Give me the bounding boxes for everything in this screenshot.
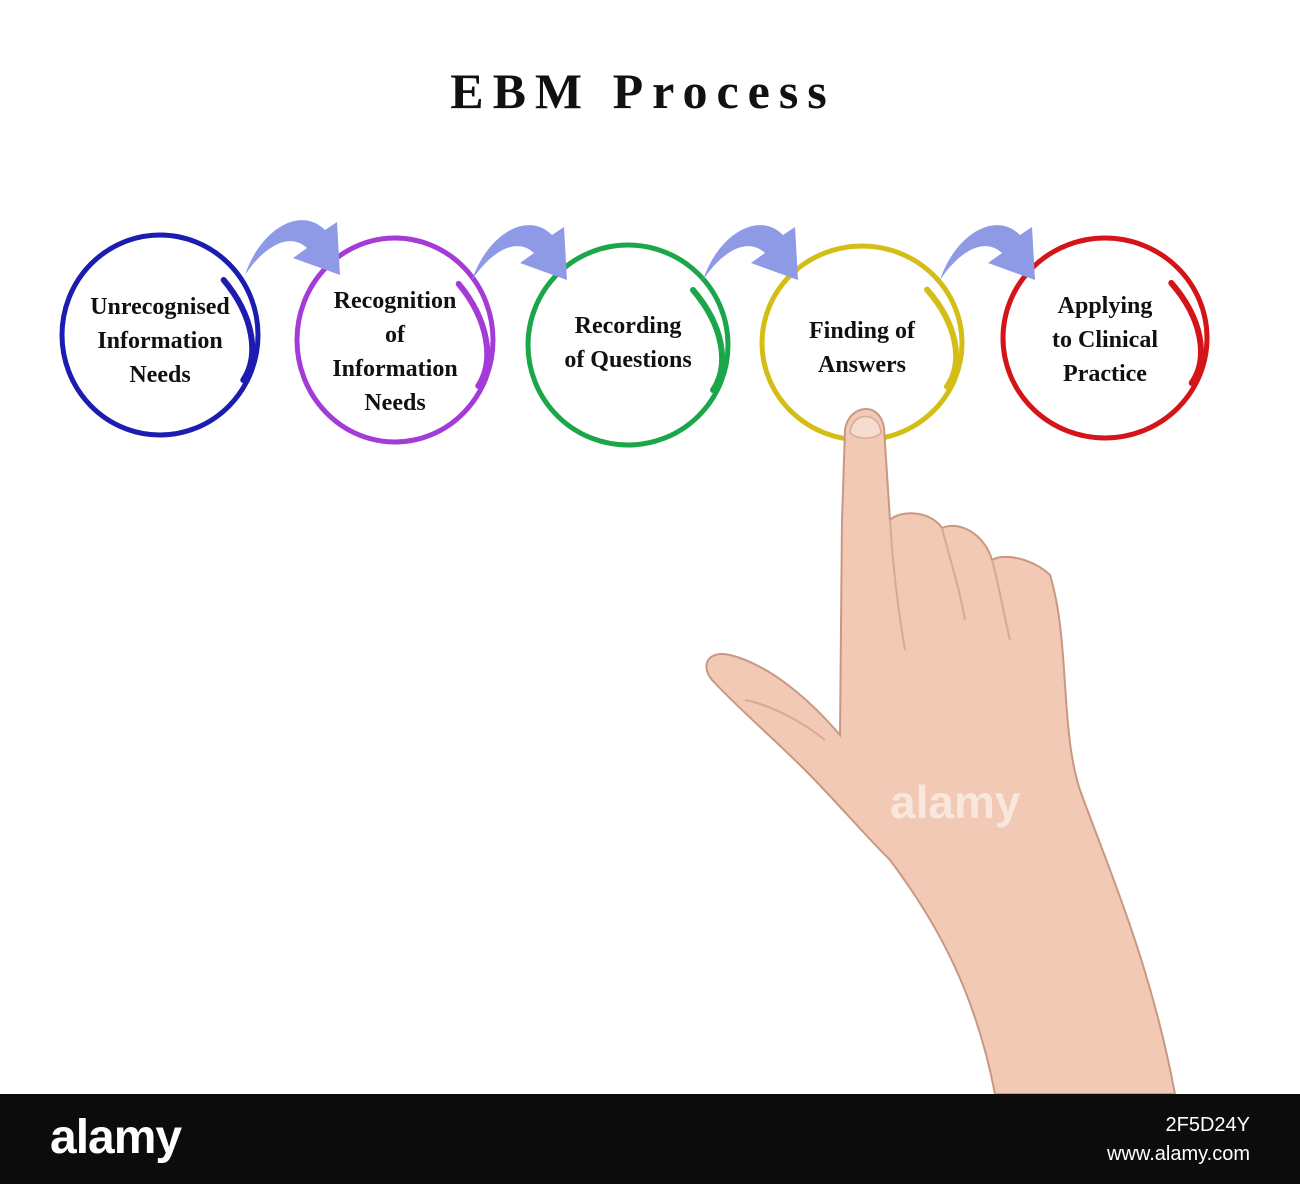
step-label-line: of Questions <box>564 347 692 373</box>
step-circle-stroke-3 <box>690 287 726 393</box>
step-label-line: Unrecognised <box>90 294 230 320</box>
step-circle-3 <box>525 242 731 448</box>
step-label-4: Finding of Answers <box>772 314 952 382</box>
step-label-line: Practice <box>1063 361 1147 387</box>
flow-arrow-3 <box>703 225 798 280</box>
step-label-line: to Clinical <box>1052 327 1158 353</box>
process-arrows <box>245 220 1035 280</box>
step-label-line: Information <box>97 328 223 354</box>
step-label-line: Applying <box>1057 293 1153 319</box>
step-label-line: Needs <box>364 390 426 416</box>
step-circle-1 <box>59 232 261 438</box>
step-label-line: Answers <box>818 352 906 378</box>
step-label-3: Recording of Questions <box>528 309 728 377</box>
pointing-hand <box>705 408 1177 1094</box>
step-circle-stroke-4 <box>924 286 960 390</box>
step-label-line: Needs <box>129 362 191 388</box>
image-code: 2F5D24Y <box>1165 1114 1251 1136</box>
step-label-line: Recognition <box>333 288 457 314</box>
step-label-line: of <box>385 322 405 348</box>
flow-arrow-2 <box>472 225 567 280</box>
step-circle-stroke-2 <box>455 280 491 389</box>
step-label-line: Recording <box>574 313 682 339</box>
flow-arrow-1 <box>245 220 340 275</box>
footer-id: 2F5D24Y www.alamy.com <box>1107 1114 1250 1166</box>
footer-bar: alamy 2F5D24Y www.alamy.com <box>0 1094 1300 1184</box>
footer-url: www.alamy.com <box>1107 1143 1250 1165</box>
step-circle-2 <box>294 235 496 445</box>
flow-arrow-4 <box>940 225 1035 280</box>
step-circle-5 <box>1000 235 1210 441</box>
footer-logo: alamy <box>50 1111 182 1164</box>
step-label-line: Information <box>332 356 458 382</box>
step-circle-stroke-1 <box>220 277 256 383</box>
diagram-title: EBM Process <box>450 63 836 119</box>
process-diagram <box>59 220 1210 1094</box>
step-label-line: Finding of <box>808 318 916 344</box>
step-circle-stroke-5 <box>1168 280 1204 386</box>
watermark-hand: alamy <box>890 776 1021 828</box>
